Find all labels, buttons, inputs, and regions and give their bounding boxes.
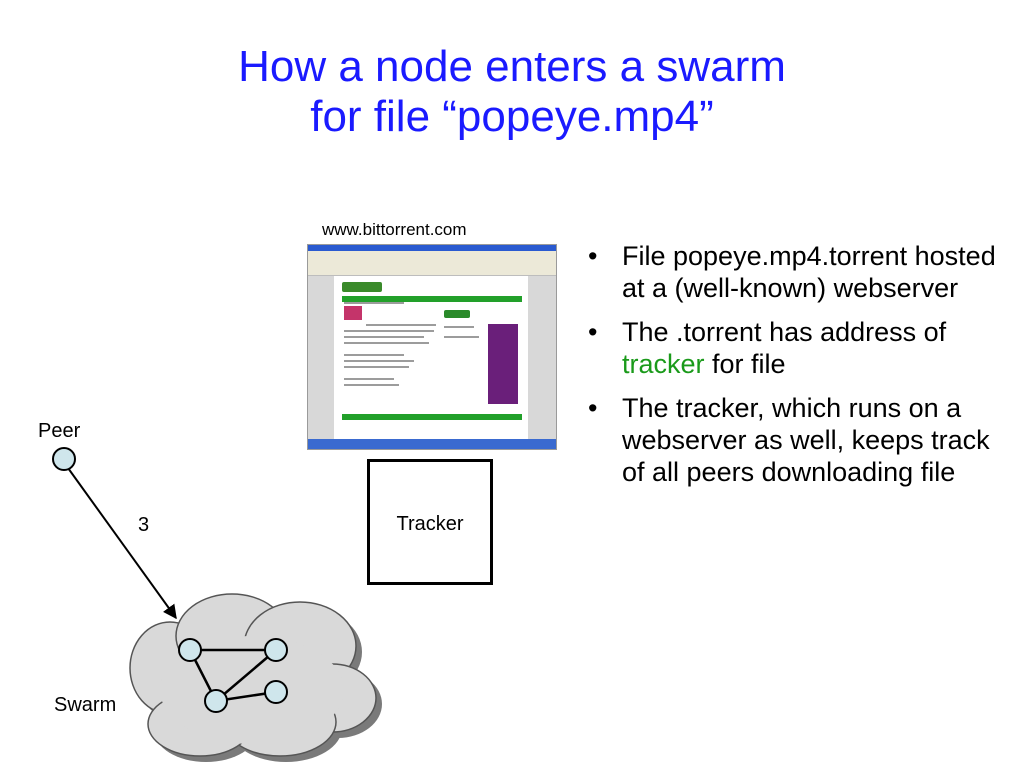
taskbar (308, 439, 556, 449)
title-line-1: How a node enters a swarm (238, 42, 786, 91)
peer-to-swarm-arrow (67, 467, 177, 620)
browser-address-bar (308, 268, 556, 276)
bullet-item: The .torrent has address of tracker for … (586, 316, 1006, 380)
bullet-item: The tracker, which runs on a webserver a… (586, 392, 1006, 488)
bullet-item: File popeye.mp4.torrent hosted at a (wel… (586, 240, 1006, 304)
title-line-2: for file “popeye.mp4” (310, 92, 714, 141)
swarm-node (264, 638, 288, 662)
peer-node (52, 447, 76, 471)
bullet-list: File popeye.mp4.torrent hosted at a (wel… (586, 240, 1006, 500)
swarm-node (178, 638, 202, 662)
website-label: www.bittorrent.com (322, 220, 467, 239)
tracker-label: Tracker (396, 513, 464, 535)
slide-title: How a node enters a swarm for file “pope… (0, 42, 1024, 142)
webpage-content (334, 276, 528, 446)
footer-strip (342, 414, 522, 420)
green-nav-strip (342, 296, 522, 302)
peer-label: Peer (38, 420, 81, 442)
swarm-node (264, 680, 288, 704)
sidebar-ad (488, 324, 518, 404)
swarm-node (204, 689, 228, 713)
website-screenshot (307, 244, 557, 450)
video-thumbnail (344, 306, 362, 320)
swarm-label: Swarm (54, 694, 117, 716)
tracker-highlight: tracker (622, 349, 705, 379)
download-button-image (444, 310, 470, 318)
site-logo (342, 282, 382, 292)
step-number-label: 3 (138, 514, 150, 536)
cloud-center (160, 636, 344, 744)
tracker-box (367, 459, 493, 585)
